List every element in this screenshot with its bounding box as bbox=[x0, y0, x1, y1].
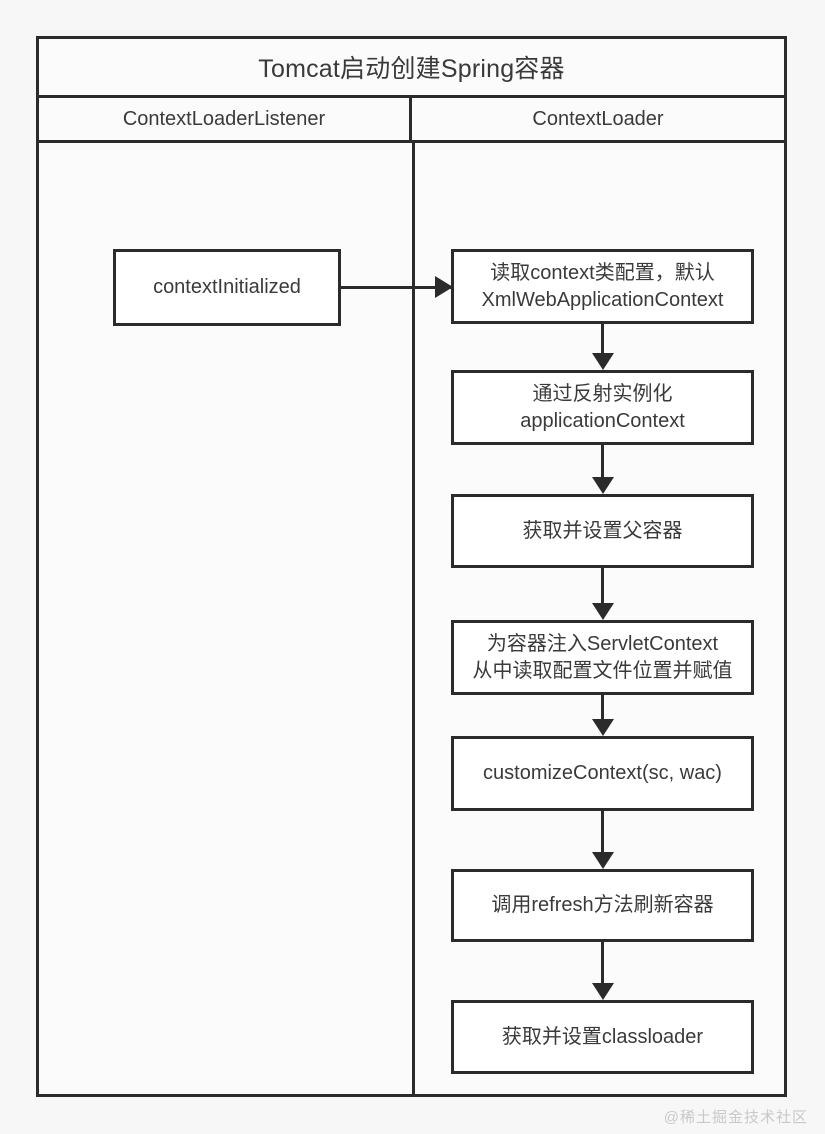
arrowhead-right-icon bbox=[435, 276, 453, 298]
connector-customize-context-to-call-refresh bbox=[601, 811, 604, 853]
node-set-classloader[interactable]: 获取并设置classloader bbox=[451, 1000, 754, 1074]
arrowhead-down-icon bbox=[592, 852, 614, 869]
arrowhead-down-icon bbox=[592, 477, 614, 494]
lane-header-context-loader: ContextLoader bbox=[412, 98, 784, 140]
node-set-parent-container[interactable]: 获取并设置父容器 bbox=[451, 494, 754, 568]
connector-context-initialized-to-read-context-class bbox=[341, 286, 453, 289]
arrowhead-down-icon bbox=[592, 603, 614, 620]
node-inject-servletcontext[interactable]: 为容器注入ServletContext 从中读取配置文件位置并赋值 bbox=[451, 620, 754, 695]
lane-header-context-loader-label: ContextLoader bbox=[532, 107, 664, 130]
watermark: @稀土掘金技术社区 bbox=[663, 1109, 808, 1126]
connector-read-context-class-to-reflect-instantiate bbox=[601, 324, 604, 354]
connector-call-refresh-to-set-classloader bbox=[601, 942, 604, 984]
lane-header-context-loader-listener-label: ContextLoaderListener bbox=[122, 107, 326, 130]
arrowhead-down-icon bbox=[592, 719, 614, 736]
node-read-context-class[interactable]: 读取context类配置，默认 XmlWebApplicationContext bbox=[451, 249, 754, 324]
node-reflect-instantiate[interactable]: 通过反射实例化 applicationContext bbox=[451, 370, 754, 445]
lane-divider bbox=[412, 143, 415, 1094]
connector-set-parent-container-to-inject-servletcontext bbox=[601, 568, 604, 603]
connector-inject-servletcontext-to-customize-context bbox=[601, 695, 604, 720]
lane-header-context-loader-listener: ContextLoaderListener bbox=[39, 98, 412, 140]
diagram-title: Tomcat启动创建Spring容器 bbox=[258, 55, 565, 83]
arrowhead-down-icon bbox=[592, 353, 614, 370]
connector-reflect-instantiate-to-set-parent-container bbox=[601, 445, 604, 478]
diagram-frame: Tomcat启动创建Spring容器 ContextLoaderListener… bbox=[36, 36, 787, 1097]
node-context-initialized[interactable]: contextInitialized bbox=[113, 249, 341, 326]
arrowhead-down-icon bbox=[592, 983, 614, 1000]
node-customize-context[interactable]: customizeContext(sc, wac) bbox=[451, 736, 754, 811]
diagram-title-row: Tomcat启动创建Spring容器 bbox=[39, 39, 784, 98]
node-call-refresh[interactable]: 调用refresh方法刷新容器 bbox=[451, 869, 754, 942]
lane-body: contextInitialized 读取context类配置，默认 XmlWe… bbox=[39, 143, 784, 1094]
lane-header-row: ContextLoaderListener ContextLoader bbox=[39, 98, 784, 143]
